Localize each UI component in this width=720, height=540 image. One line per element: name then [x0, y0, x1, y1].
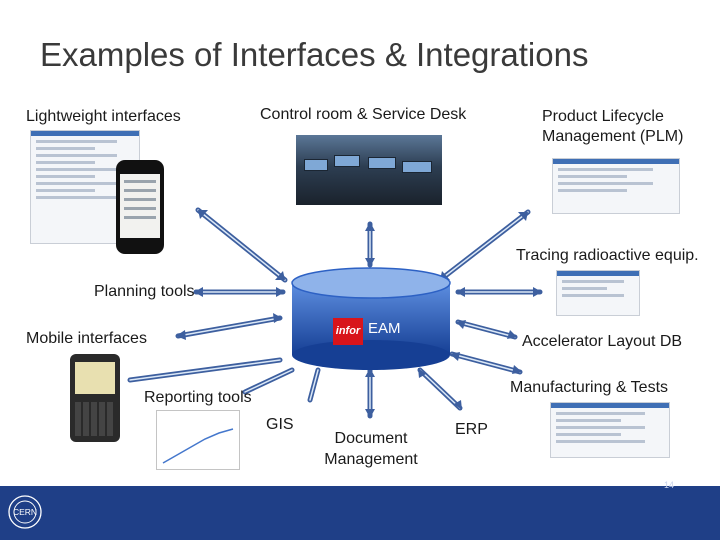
label-mobile-interfaces: Mobile interfaces [26, 330, 147, 347]
control-room-photo [296, 135, 442, 205]
label-manufacturing-tests: Manufacturing & Tests [510, 379, 669, 396]
label-planning-tools: Planning tools [94, 283, 195, 300]
label-reporting-tools: Reporting tools [144, 389, 252, 406]
handheld-device-image [70, 354, 120, 442]
label-accelerator-layout-db: Accelerator Layout DB [522, 333, 683, 350]
label-gis: GIS [266, 416, 294, 433]
slide-title: Examples of Interfaces & Integrations [40, 36, 589, 73]
smartphone-image [116, 160, 164, 254]
label-tracing: Tracing radioactive equip. [516, 247, 699, 264]
footer-bar [0, 486, 720, 540]
label-document-management: Document Management [324, 430, 418, 468]
plm-screenshot [552, 158, 680, 214]
cern-logo: CERN [6, 493, 44, 531]
label-erp: ERP [455, 421, 488, 438]
arrow-heads [176, 210, 542, 418]
svg-text:CERN: CERN [13, 507, 37, 517]
label-plm: Product Lifecycle Management (PLM) [542, 108, 684, 145]
infor-logo: infor [333, 318, 363, 345]
eam-label: EAM [368, 320, 401, 337]
manufacturing-screenshot [550, 402, 670, 458]
report-chart-thumbnail [156, 410, 240, 470]
label-lightweight-interfaces: Lightweight interfaces [26, 108, 181, 125]
eam-database-cylinder [291, 267, 451, 370]
connector-arrow-highlights [129, 209, 541, 417]
page-number: 14 [664, 480, 675, 490]
label-control-room: Control room & Service Desk [260, 106, 467, 123]
report-chart-curve [162, 428, 234, 464]
tracing-screenshot [556, 270, 640, 316]
